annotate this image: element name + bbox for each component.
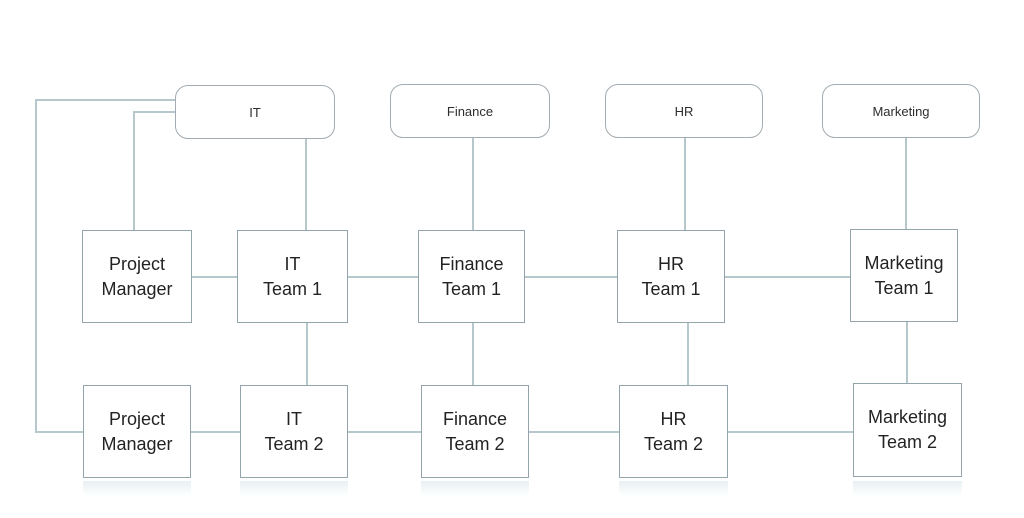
node-label-line1: HR bbox=[658, 253, 684, 274]
dept-label-hr: HR bbox=[674, 103, 694, 119]
connector-finance-to-financeteam1 bbox=[472, 137, 474, 230]
node-hr-team-1[interactable]: HR Team 1 bbox=[617, 230, 725, 323]
node-hr-team-2[interactable]: HR Team 2 bbox=[619, 385, 728, 478]
connector-it-to-pm2-seg2 bbox=[35, 99, 37, 433]
connector-hrteam1-to-marketingteam1 bbox=[725, 276, 850, 278]
node-label-line1: Marketing bbox=[867, 407, 948, 427]
reflection-project-manager-2 bbox=[83, 481, 191, 496]
dept-box-hr[interactable]: HR bbox=[605, 84, 763, 138]
connector-it-to-itteam1 bbox=[305, 137, 307, 230]
node-marketing-team-2[interactable]: Marketing Team 2 bbox=[853, 383, 962, 477]
reflection-hr-team-2 bbox=[619, 481, 728, 496]
node-label-line1: HR bbox=[660, 408, 687, 429]
node-marketing-team-1[interactable]: Marketing Team 1 bbox=[850, 229, 958, 322]
node-label-line2: Team 1 bbox=[441, 278, 502, 299]
node-label-line2: Team 2 bbox=[445, 433, 505, 454]
node-it-team-1[interactable]: IT Team 1 bbox=[237, 230, 348, 323]
dept-box-it[interactable]: IT bbox=[175, 85, 335, 139]
dept-label-it: IT bbox=[249, 104, 261, 120]
connector-hrteam2-to-marketingteam2 bbox=[728, 431, 853, 433]
connector-itteam1-to-itteam2 bbox=[306, 322, 308, 385]
node-label-line1: Finance bbox=[442, 408, 508, 429]
connector-marketingteam1-to-marketingteam2 bbox=[906, 320, 908, 383]
node-label-line2: Team 1 bbox=[262, 278, 323, 299]
reflection-finance-team-2 bbox=[421, 481, 529, 496]
node-it-team-2[interactable]: IT Team 2 bbox=[240, 385, 348, 478]
dept-label-finance: Finance bbox=[446, 103, 494, 119]
connector-it-to-pm2-seg1 bbox=[35, 99, 175, 101]
connector-it-to-pm2-seg3 bbox=[35, 431, 83, 433]
dept-label-marketing: Marketing bbox=[872, 103, 930, 119]
reflection-marketing-team-2 bbox=[853, 481, 962, 496]
connector-financeteam2-to-hrteam2 bbox=[529, 431, 619, 433]
reflection-it-team-2 bbox=[240, 481, 348, 496]
node-label-line1: Project bbox=[108, 253, 166, 274]
dept-box-marketing[interactable]: Marketing bbox=[822, 84, 980, 138]
connector-marketing-to-marketingteam1 bbox=[905, 137, 907, 229]
connector-hrteam1-to-hrteam2 bbox=[687, 322, 689, 385]
connector-itteam2-to-financeteam2 bbox=[348, 431, 421, 433]
node-project-manager-1[interactable]: Project Manager bbox=[82, 230, 192, 323]
node-label-line2: Team 1 bbox=[874, 277, 934, 298]
node-label-line2: Team 2 bbox=[877, 432, 938, 452]
node-label-line1: Project bbox=[108, 408, 166, 429]
node-label-line1: Finance bbox=[439, 253, 504, 274]
connector-it-to-pm1-seg1 bbox=[133, 111, 175, 113]
connector-financeteam1-to-financeteam2 bbox=[472, 322, 474, 385]
node-finance-team-2[interactable]: Finance Team 2 bbox=[421, 385, 529, 478]
node-label-line2: Team 2 bbox=[264, 433, 324, 454]
node-finance-team-1[interactable]: Finance Team 1 bbox=[418, 230, 525, 323]
node-label-line1: IT bbox=[286, 408, 302, 429]
node-label-line1: IT bbox=[284, 253, 301, 274]
connector-itteam1-to-financeteam1 bbox=[348, 276, 418, 278]
node-label-line2: Team 1 bbox=[641, 278, 701, 299]
connector-pm2-to-itteam2 bbox=[191, 431, 240, 433]
dept-box-finance[interactable]: Finance bbox=[390, 84, 550, 138]
node-label-line2: Team 2 bbox=[643, 433, 704, 454]
node-label-line1: Marketing bbox=[864, 252, 944, 273]
connector-pm1-to-itteam1 bbox=[192, 276, 237, 278]
node-label-line2: Manager bbox=[101, 278, 173, 299]
connector-financeteam1-to-hrteam1 bbox=[525, 276, 617, 278]
node-project-manager-2[interactable]: Project Manager bbox=[83, 385, 191, 478]
node-label-line2: Manager bbox=[101, 433, 173, 454]
connector-hr-to-hrteam1 bbox=[684, 137, 686, 230]
connector-it-to-pm1-seg2 bbox=[133, 111, 135, 230]
